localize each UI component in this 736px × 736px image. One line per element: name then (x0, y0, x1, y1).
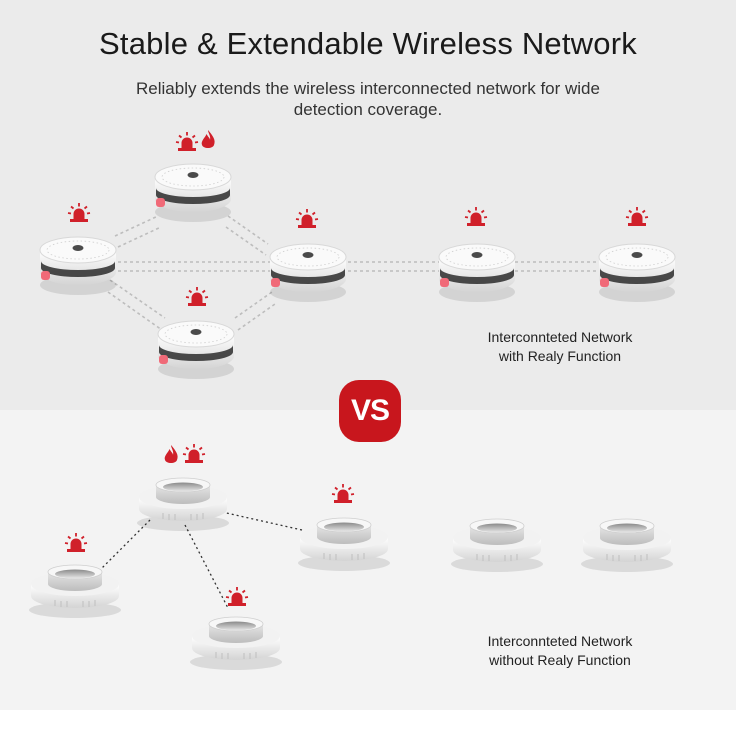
direct-connection-lines (99, 511, 303, 609)
page-title: Stable & Extendable Wireless Network (99, 26, 637, 61)
alarm-light-icon (64, 532, 88, 553)
flame-icon (201, 130, 215, 148)
smoke-detector (136, 477, 230, 532)
alarm-light-icon (331, 483, 355, 504)
smoke-detector (438, 243, 516, 303)
alarm-light-icon (67, 202, 91, 223)
alarm-light-icon (225, 586, 249, 607)
smoke-detector (189, 616, 283, 671)
caption-line: without Realy Function (489, 652, 631, 668)
smoke-detector (39, 236, 117, 296)
caption-line: with Realy Function (498, 348, 622, 364)
flame-icon (164, 445, 178, 463)
alarm-light-icon (625, 206, 649, 227)
alarm-light-icon (182, 443, 206, 464)
relay-network-caption: Interconnteted Network with Realy Functi… (450, 328, 670, 366)
alarm-light-icon (295, 208, 319, 229)
page-subtitle: Reliably extends the wireless interconne… (136, 79, 600, 119)
smoke-detector (580, 518, 674, 573)
smoke-detector (28, 564, 122, 619)
smoke-detector (450, 518, 544, 573)
no-relay-network-caption: Interconnteted Network without Realy Fun… (450, 632, 670, 670)
caption-line: Interconnteted Network (487, 329, 633, 345)
alarm-light-icon (464, 206, 488, 227)
alarm-light-icon (175, 131, 199, 152)
vs-badge: VS (339, 380, 401, 442)
top-panel-background (0, 0, 736, 410)
smoke-detector (297, 517, 391, 572)
caption-line: Interconnteted Network (487, 633, 633, 649)
alarm-light-icon (185, 286, 209, 307)
relay-connection-lines (107, 215, 602, 331)
smoke-detector (269, 243, 347, 303)
smoke-detector (154, 163, 232, 223)
smoke-detector (157, 320, 235, 380)
smoke-detector (598, 243, 676, 303)
